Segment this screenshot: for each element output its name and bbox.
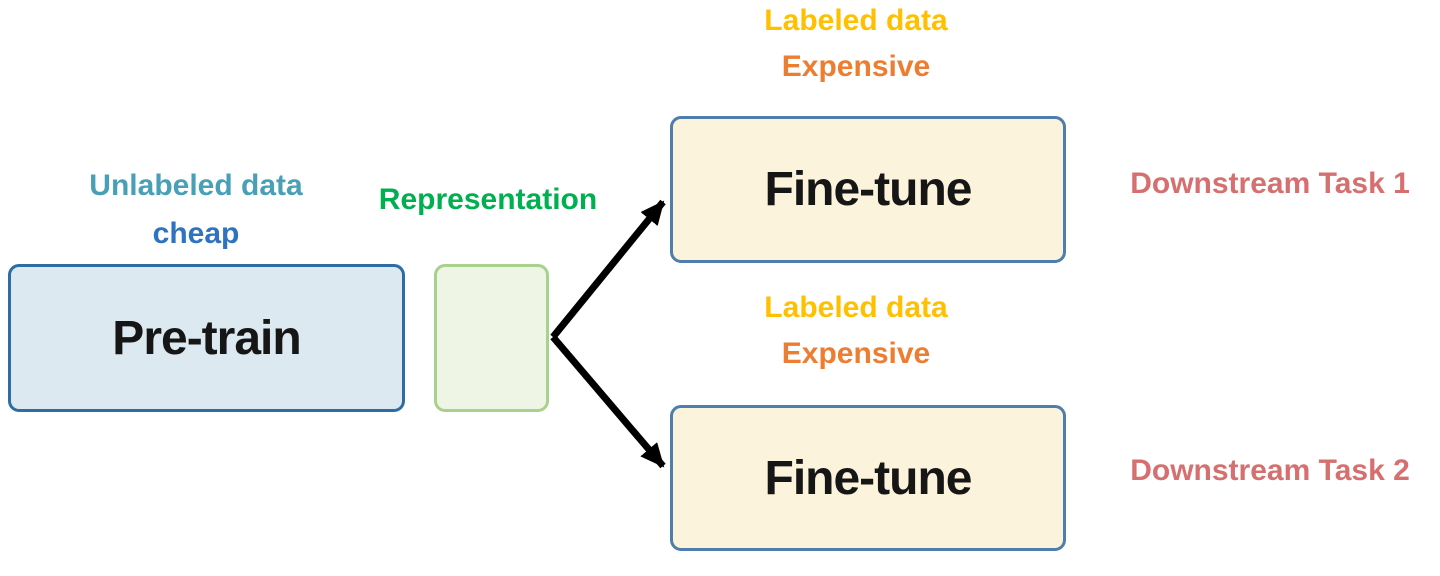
cheap-label: cheap	[152, 217, 240, 250]
pretrain-node-label: Pre-train	[112, 311, 301, 365]
labeled-data-label-bottom: Labeled data	[764, 291, 948, 324]
expensive-label-bottom: Expensive	[781, 337, 931, 370]
downstream-task-2-label: Downstream Task 2	[1130, 454, 1410, 487]
downstream-task-1-label: Downstream Task 1	[1130, 167, 1410, 200]
finetune-node-1: Fine-tune	[670, 116, 1066, 263]
unlabeled-data-label: Unlabeled data	[89, 169, 303, 202]
finetune-node-2: Fine-tune	[670, 405, 1066, 551]
representation-node	[434, 264, 549, 412]
finetune-node-2-label: Fine-tune	[764, 451, 973, 505]
arrow-to-downstream-task-1	[550, 199, 666, 340]
arrow-to-downstream-task-2	[550, 334, 666, 469]
pretrain-node: Pre-train	[8, 264, 405, 412]
labeled-data-label-top: Labeled data	[764, 4, 948, 37]
representation-label: Representation	[378, 183, 598, 216]
finetune-node-1-label: Fine-tune	[764, 163, 973, 216]
expensive-label-top: Expensive	[781, 50, 931, 83]
